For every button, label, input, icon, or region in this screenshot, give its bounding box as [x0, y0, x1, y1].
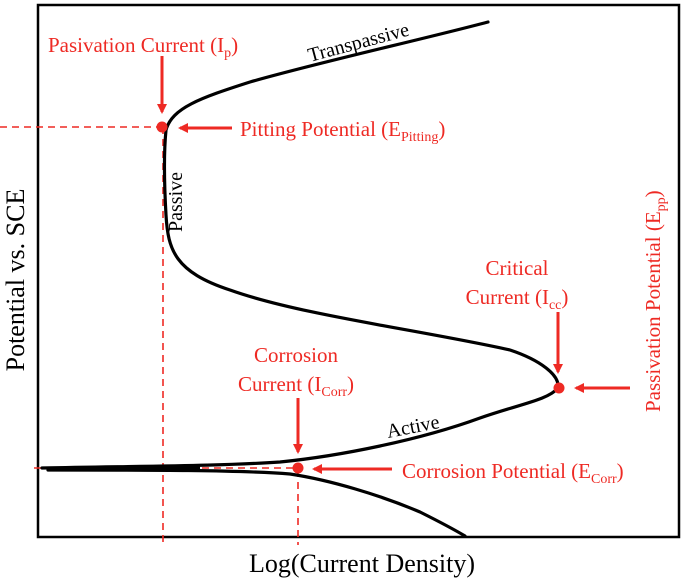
anodic-curve: [40, 20, 560, 470]
passivation-current-label: Pasivation Current (Ip): [48, 33, 238, 61]
critical-current-label-line2: Current (Icc): [466, 285, 569, 313]
pitting-potential-label: Pitting Potential (EPitting): [240, 117, 445, 145]
corrosion-current-label-line2: Current (ICorr): [238, 372, 354, 400]
active-label: Active: [385, 411, 442, 443]
pitting-point-dot: [156, 121, 168, 133]
passivation-potential-label: Passivation Potential (Epp): [641, 190, 669, 412]
critical-current-label-line1: Critical: [486, 256, 549, 280]
corrosion-current-label-line1: Corrosion: [254, 343, 339, 367]
plot-frame: [36, 3, 681, 539]
passive-label: Passive: [165, 172, 187, 232]
curve-origin-tail: [51, 465, 201, 472]
corrosion-point-dot: [292, 462, 304, 474]
y-axis-label: Potential vs. SCE: [1, 189, 30, 372]
x-axis-label: Log(Current Density): [249, 549, 475, 578]
transpassive-label: Transpassive: [306, 19, 412, 67]
corrosion-potential-label: Corrosion Potential (ECorr): [402, 459, 624, 487]
critical-point-dot: [553, 382, 565, 394]
